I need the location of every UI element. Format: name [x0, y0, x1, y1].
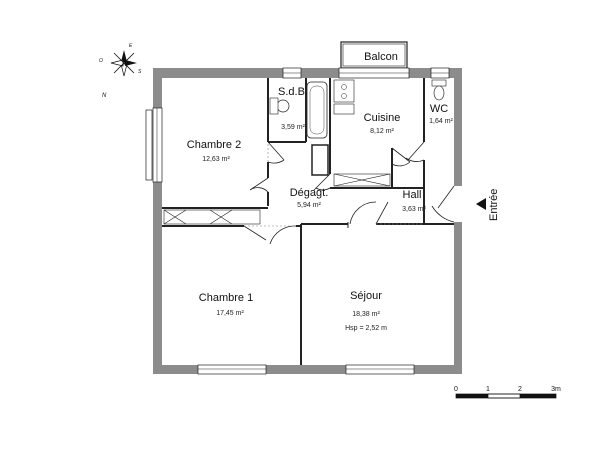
door-swings: [243, 141, 455, 245]
scale-bar: 0 1 2 3m: [454, 386, 561, 399]
room-wc: WC 1,64 m²: [429, 103, 453, 125]
closet: [163, 173, 391, 225]
room-degagement-area: 5,94 m²: [297, 202, 321, 209]
compass-o: O: [99, 58, 103, 64]
room-wc-area: 1,64 m²: [429, 118, 453, 125]
room-hall-name: Hall: [403, 189, 422, 201]
compass-rose: N E S O: [99, 43, 142, 99]
room-chambre2-name: Chambre 2: [187, 139, 241, 151]
room-chambre1: Chambre 1 17,45 m²: [199, 292, 253, 317]
room-chambre2: Chambre 2 12,63 m²: [187, 139, 241, 163]
room-degagement-name: Dégagt.: [290, 187, 329, 199]
opening-lines: [244, 142, 424, 227]
scale-tick-3: 3m: [551, 386, 561, 393]
washbasin: [269, 97, 290, 115]
scale-tick-2: 2: [518, 386, 522, 393]
compass-e: E: [129, 43, 133, 49]
room-sejour: Séjour 18,38 m² Hsp = 2,52 m: [345, 290, 387, 332]
balcony-label: Balcon: [364, 51, 398, 63]
scale-tick-1: 1: [486, 386, 490, 393]
room-chambre2-area: 12,63 m²: [202, 156, 230, 163]
bathtub: [306, 81, 328, 139]
room-wc-name: WC: [430, 103, 448, 115]
room-hall: Hall 3,63 m²: [402, 189, 426, 213]
toilet: [431, 79, 447, 101]
room-sejour-area: 18,38 m²: [352, 311, 380, 318]
room-sejour-name: Séjour: [350, 290, 382, 302]
room-sdb: S.d.B. 3,59 m²: [278, 86, 308, 131]
room-chambre1-name: Chambre 1: [199, 292, 253, 304]
room-sdb-name: S.d.B.: [278, 86, 308, 98]
kitchen-counter: [333, 79, 355, 115]
room-sdb-area: 3,59 m²: [281, 124, 305, 131]
entrance-marker: Entrée: [476, 189, 500, 221]
interior-walls: [162, 78, 454, 365]
room-chambre1-area: 17,45 m²: [216, 310, 244, 317]
room-cuisine-area: 8,12 m²: [370, 128, 394, 135]
room-cuisine: Cuisine 8,12 m²: [364, 112, 401, 135]
compass-s: S: [138, 69, 142, 75]
room-sejour-height: Hsp = 2,52 m: [345, 325, 387, 332]
compass-n: N: [102, 93, 107, 99]
room-cuisine-name: Cuisine: [364, 112, 401, 124]
scale-tick-0: 0: [454, 386, 458, 393]
room-hall-area: 3,63 m²: [402, 206, 426, 213]
exterior-walls: [153, 68, 462, 374]
windows: [145, 67, 450, 375]
room-degagement: Dégagt. 5,94 m²: [290, 187, 329, 209]
entrance-label: Entrée: [488, 189, 500, 221]
balcony: Balcon: [340, 41, 408, 69]
